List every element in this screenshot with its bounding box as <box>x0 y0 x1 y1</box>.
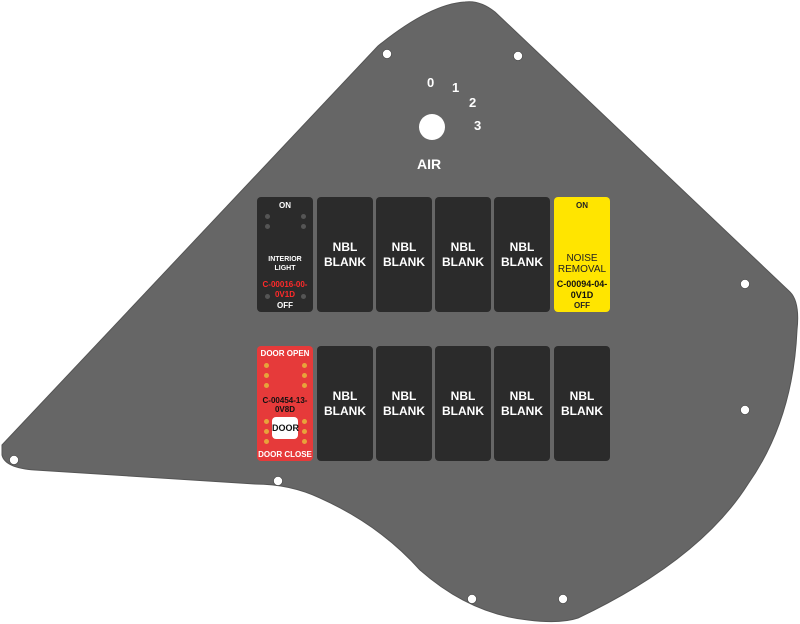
blank-line1: NBL <box>450 388 476 403</box>
nbl-blank-switch: NBL BLANK <box>317 346 373 461</box>
switch-label-line2: LIGHT <box>274 265 296 272</box>
nbl-blank-switch: NBL BLANK <box>435 197 491 312</box>
nbl-blank-switch: NBL BLANK <box>554 346 610 461</box>
part-number-line1: C-00016-00- <box>262 280 308 289</box>
blank-line1: NBL <box>391 388 417 403</box>
indicator-dot <box>265 294 270 299</box>
mount-hole <box>740 279 750 289</box>
indicator-dot <box>264 429 269 434</box>
indicator-dot <box>264 383 269 388</box>
part-number-line2: 0V1D <box>570 290 594 300</box>
air-position-3: 3 <box>474 118 482 133</box>
mount-hole <box>558 594 568 604</box>
indicator-dot <box>302 419 307 424</box>
mount-hole <box>467 594 477 604</box>
blank-line1: NBL <box>509 388 535 403</box>
air-knob-label: AIR <box>417 156 442 172</box>
nbl-blank-switch: NBL BLANK <box>317 197 373 312</box>
indicator-dot <box>301 224 306 229</box>
switch-label-line1: NOISE <box>566 253 598 264</box>
switch-on-label: ON <box>576 201 588 210</box>
indicator-dot <box>301 214 306 219</box>
switch-on-label: ON <box>279 201 291 210</box>
part-number-line1: C-00094-04- <box>556 279 608 289</box>
blank-line1: NBL <box>332 239 358 254</box>
nbl-blank-switch: NBL BLANK <box>376 346 432 461</box>
air-position-1: 1 <box>452 80 460 95</box>
part-number-line1: C-00454-13- <box>262 396 308 405</box>
blank-line2: BLANK <box>442 254 484 269</box>
switch-off-label: OFF <box>574 301 590 310</box>
mount-hole <box>382 49 392 59</box>
indicator-dot <box>301 294 306 299</box>
switch-off-label: OFF <box>277 301 293 310</box>
blank-line1: NBL <box>450 239 476 254</box>
air-position-2: 2 <box>469 95 477 110</box>
door-open-label: DOOR OPEN <box>260 349 310 358</box>
air-position-0: 0 <box>427 75 435 90</box>
indicator-dot <box>265 224 270 229</box>
mount-hole <box>273 476 283 486</box>
indicator-dot <box>302 373 307 378</box>
blank-line1: NBL <box>332 388 358 403</box>
door-button-icon: DOOR <box>272 417 299 439</box>
mount-hole <box>740 405 750 415</box>
blank-line2: BLANK <box>561 403 603 418</box>
indicator-dot <box>264 363 269 368</box>
indicator-dot <box>302 429 307 434</box>
noise-removal-switch[interactable]: ON NOISE REMOVAL C-00094-04- 0V1D OFF <box>554 197 610 312</box>
door-button-label: DOOR <box>272 423 299 433</box>
blank-line1: NBL <box>509 239 535 254</box>
part-number-line2: 0V8D <box>274 405 295 414</box>
switch-label-line1: INTERIOR <box>268 256 302 263</box>
blank-line2: BLANK <box>442 403 484 418</box>
blank-line2: BLANK <box>501 254 543 269</box>
nbl-blank-switch: NBL BLANK <box>494 346 550 461</box>
indicator-dot <box>302 383 307 388</box>
blank-line2: BLANK <box>383 254 425 269</box>
blank-line1: NBL <box>569 388 595 403</box>
indicator-dot <box>264 373 269 378</box>
indicator-dot <box>302 439 307 444</box>
nbl-blank-switch: NBL BLANK <box>494 197 550 312</box>
nbl-blank-switch: NBL BLANK <box>435 346 491 461</box>
nbl-blank-switch: NBL BLANK <box>376 197 432 312</box>
part-number-line2: 0V1D <box>274 290 295 299</box>
blank-line1: NBL <box>391 239 417 254</box>
blank-line2: BLANK <box>324 403 366 418</box>
mount-hole <box>513 51 523 61</box>
blank-line2: BLANK <box>383 403 425 418</box>
indicator-dot <box>264 439 269 444</box>
blank-line2: BLANK <box>324 254 366 269</box>
indicator-dot <box>265 214 270 219</box>
mount-hole <box>9 455 19 465</box>
air-knob-hole <box>419 114 445 140</box>
switch-label-line2: REMOVAL <box>557 264 607 275</box>
door-close-label: DOOR CLOSE <box>258 450 312 459</box>
blank-line2: BLANK <box>501 403 543 418</box>
indicator-dot <box>302 363 307 368</box>
indicator-dot <box>264 419 269 424</box>
